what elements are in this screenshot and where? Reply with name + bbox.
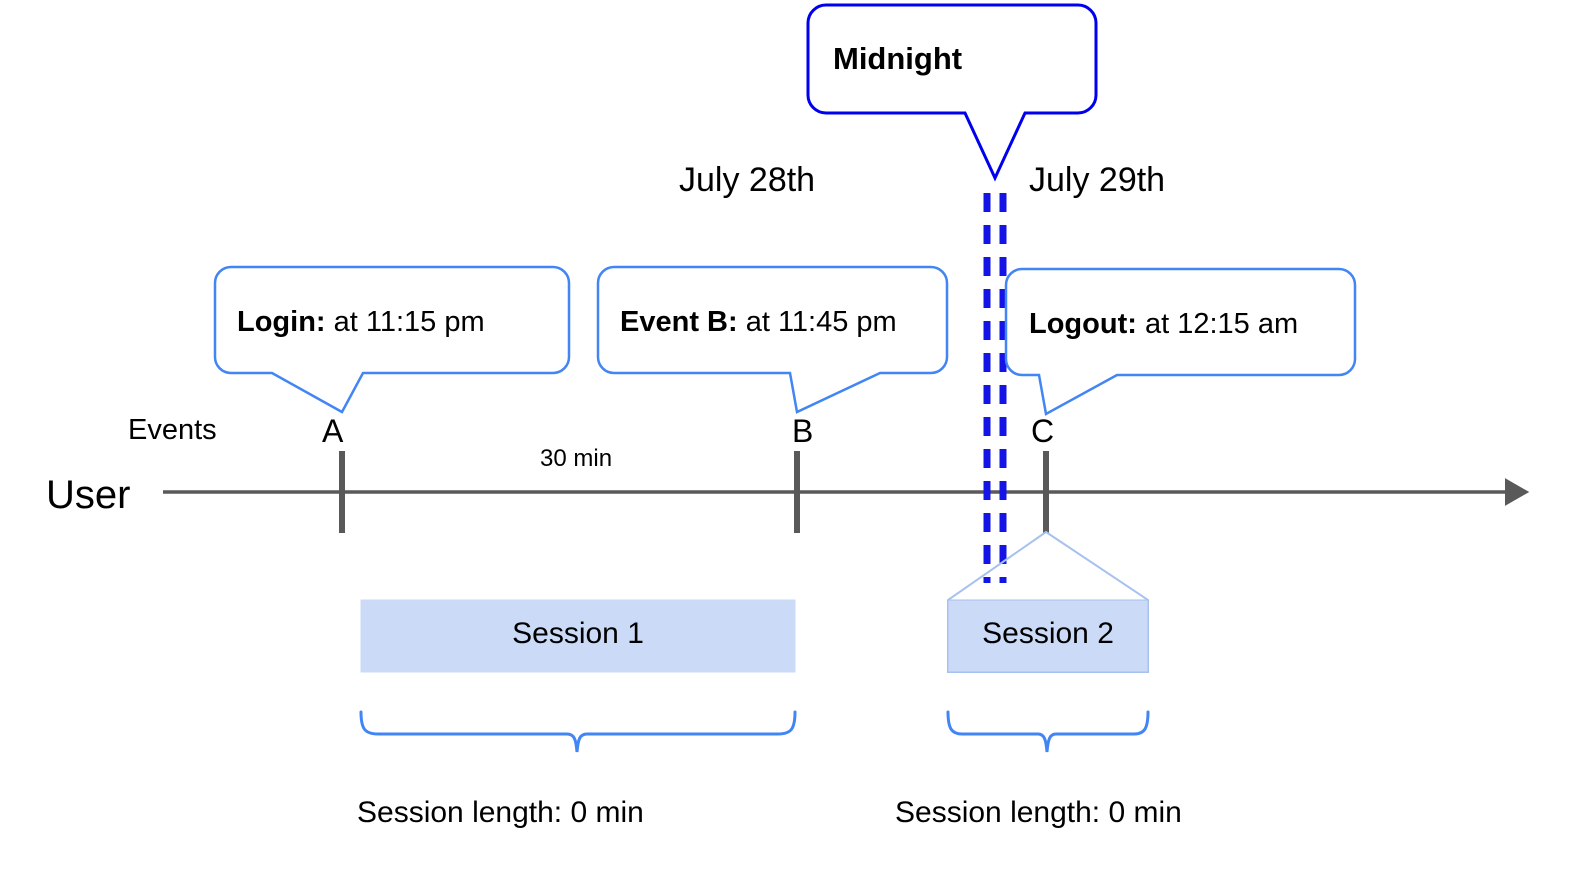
session-2-label: Session 2 (982, 617, 1114, 650)
login-callout-label: Login: at 11:15 pm (237, 306, 485, 339)
session-2-length-label: Session length: 0 min (895, 796, 1182, 829)
interval-label-30min: 30 min (540, 445, 613, 472)
login-callout-time: at 11:15 pm (325, 306, 485, 338)
eventb-callout-bubble (596, 265, 949, 414)
session-1-brace (359, 710, 797, 753)
date-label-right: July 29th (1029, 161, 1166, 199)
lane-label-events: Events (128, 414, 217, 446)
session-1-length-label: Session length: 0 min (357, 796, 644, 829)
tick-letter-b: B (792, 413, 814, 449)
logout-callout-title: Logout: (1029, 308, 1137, 340)
midnight-callout-bubble (806, 3, 1098, 182)
eventb-callout-time: at 11:45 pm (737, 306, 897, 338)
midnight-callout-label: Midnight (833, 41, 963, 76)
logout-callout-bubble (1004, 267, 1357, 416)
login-callout-bubble (213, 265, 571, 414)
tick-letter-c: C (1031, 413, 1055, 449)
session-2-brace (946, 710, 1150, 753)
session-1-box (360, 599, 796, 673)
logout-callout-time: at 12:15 am (1136, 308, 1299, 340)
logout-callout-label: Logout: at 12:15 am (1029, 308, 1298, 341)
lane-label-user: User (46, 473, 131, 517)
eventb-callout-title: Event B: (620, 306, 738, 338)
login-callout-title: Login: (237, 306, 326, 338)
date-label-left: July 28th (679, 161, 816, 199)
session-2-box (947, 599, 1149, 673)
tick-letter-a: A (322, 413, 344, 449)
session-1-label: Session 1 (512, 617, 644, 650)
eventb-callout-label: Event B: at 11:45 pm (620, 306, 897, 339)
